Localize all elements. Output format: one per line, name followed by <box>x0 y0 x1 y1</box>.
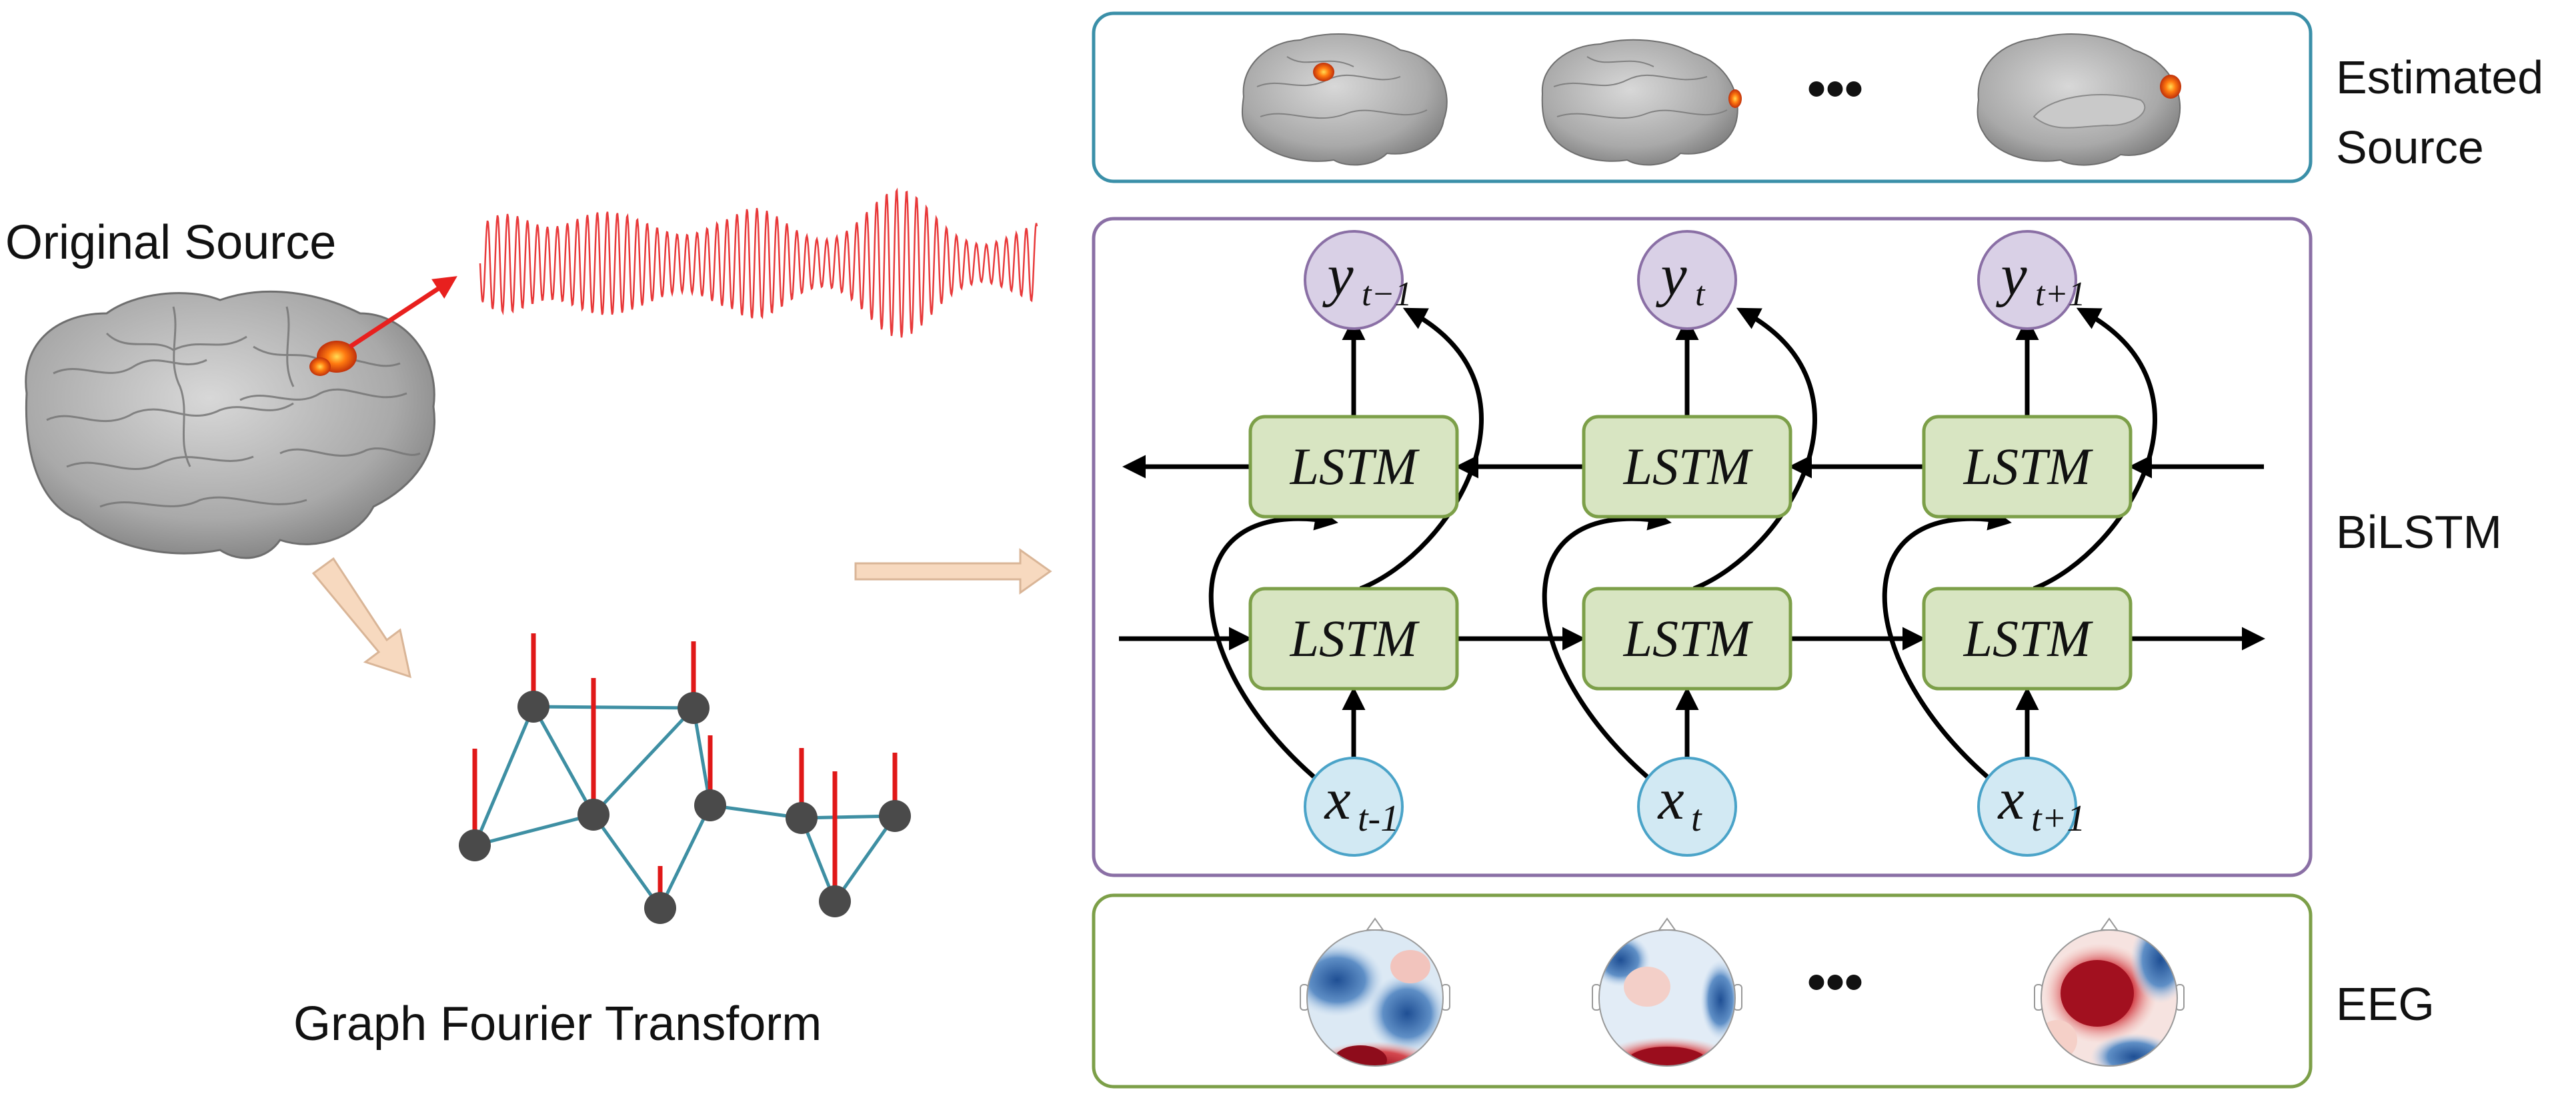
skip-connection-arrow <box>1882 507 2012 779</box>
graph-edge <box>473 706 535 846</box>
estimated-brain-3 <box>1977 33 2181 166</box>
estimated-source-box <box>1092 11 2313 183</box>
skip-connection-arrow <box>2033 307 2157 591</box>
original-source-brain <box>25 290 435 559</box>
graph-edge <box>591 813 662 909</box>
estimated-brain-2 <box>1541 39 1742 166</box>
lstm-bottom-2 <box>1582 587 1792 691</box>
lstm-bottom-2-label: LSTM <box>1623 609 1754 667</box>
estimated-brain-1 <box>1241 33 1448 166</box>
graph-node <box>786 802 818 834</box>
lstm-top-3 <box>1922 415 2133 519</box>
graph-node <box>577 799 609 831</box>
lstm-bottom-3-label: LSTM <box>1963 609 2094 667</box>
skip-connection-arrow <box>1208 507 1338 779</box>
input-node-3-sub: t+1 <box>2031 798 2085 839</box>
graph-edge <box>474 813 594 847</box>
output-node-2 <box>1637 230 1737 330</box>
input-node-1-var: x <box>1323 767 1350 832</box>
graph-edge <box>531 705 595 816</box>
estimated-ellipsis: ••• <box>1807 59 1863 118</box>
brain-to-graph-arrow <box>311 557 412 679</box>
output-node-1-sub: t−1 <box>1362 275 1412 313</box>
graph-node <box>694 789 726 821</box>
graph-node <box>678 692 710 724</box>
output-node-2-sub: t <box>1695 275 1706 313</box>
output-node-2-var: y <box>1655 243 1687 308</box>
graph-node <box>644 892 676 924</box>
input-node-1 <box>1304 757 1404 857</box>
eeg-topomap-1 <box>1300 917 1450 1067</box>
graph-edge <box>533 705 694 710</box>
estimated-source-label-line2: Source <box>2336 121 2484 173</box>
lstm-top-2-label: LSTM <box>1623 437 1754 495</box>
input-node-3 <box>1977 757 2077 857</box>
output-node-3-sub: t+1 <box>2035 275 2086 313</box>
eeg-ellipsis: ••• <box>1807 952 1863 1011</box>
lstm-bottom-1 <box>1248 587 1459 691</box>
output-node-3-var: y <box>1995 243 2027 308</box>
input-node-2 <box>1637 757 1737 857</box>
estimated-source-label-line1: Estimated <box>2336 51 2543 103</box>
graph-edge <box>692 707 712 806</box>
skip-connection-arrow <box>1359 307 1484 591</box>
graph-node <box>459 829 491 861</box>
graph-edge <box>833 815 897 903</box>
lstm-top-1 <box>1248 415 1459 519</box>
eeg-label: EEG <box>2336 978 2435 1030</box>
graph-edge <box>592 707 695 816</box>
source-signal-waveform <box>479 187 1038 338</box>
eeg-topomap-2 <box>1592 917 1742 1067</box>
input-node-2-sub: t <box>1691 798 1702 839</box>
skip-connection-arrow <box>1692 307 1817 591</box>
graph-node <box>819 885 851 917</box>
lstm-bottom-1-label: LSTM <box>1290 609 1420 667</box>
lstm-top-2 <box>1582 415 1792 519</box>
input-node-2-var: x <box>1656 767 1684 832</box>
bilstm-box <box>1092 217 2313 877</box>
output-node-1 <box>1304 230 1404 330</box>
graph-fourier-graph <box>459 633 911 924</box>
output-node-1-var: y <box>1322 243 1354 308</box>
eeg-topomap-3 <box>2034 917 2185 1067</box>
graph-fourier-label: Graph Fourier Transform <box>293 997 822 1051</box>
lstm-top-1-label: LSTM <box>1290 437 1420 495</box>
graph-to-bilstm-arrow <box>854 548 1052 595</box>
graph-node <box>517 691 549 723</box>
lstm-top-3-label: LSTM <box>1963 437 2094 495</box>
lstm-bottom-3 <box>1922 587 2133 691</box>
eeg-box <box>1092 893 2313 1089</box>
input-node-3-var: x <box>1997 767 2024 832</box>
output-node-3 <box>1977 230 2077 330</box>
graph-edge <box>658 804 712 909</box>
source-to-signal-arrow <box>349 276 457 349</box>
original-source-label: Original Source <box>5 216 336 269</box>
graph-node <box>879 800 911 832</box>
input-node-1-sub: t-1 <box>1358 798 1399 839</box>
skip-connection-arrow <box>1542 507 1672 779</box>
bilstm-label: BiLSTM <box>2336 506 2502 558</box>
